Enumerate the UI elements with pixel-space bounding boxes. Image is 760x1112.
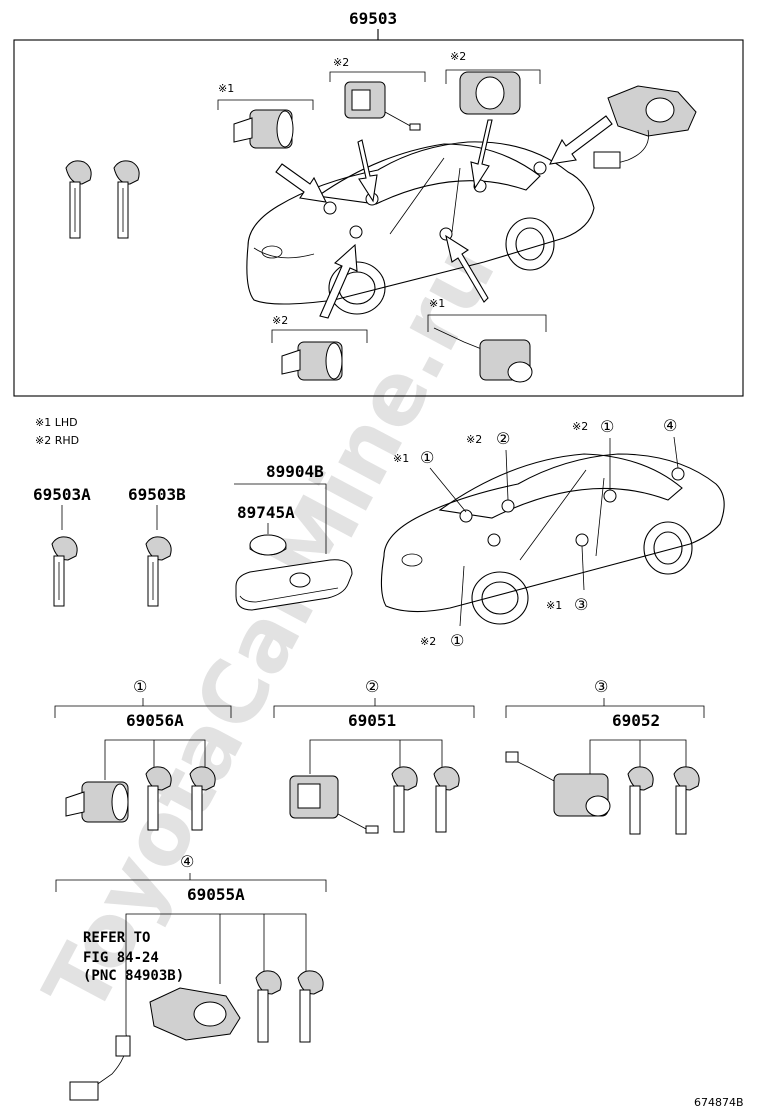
group-3-bracket (505, 705, 705, 718)
legend-rhd: ※2 RHD (35, 434, 79, 447)
leader-line (459, 565, 465, 627)
key-icon (189, 766, 216, 831)
part-number-key-b[interactable]: 69503B (128, 485, 186, 504)
refer-note-line3: (PNC 84903B) (83, 968, 184, 984)
marker-lhd: ※1 (393, 452, 409, 465)
part-number-group-3[interactable]: 69052 (612, 711, 660, 730)
lock-cylinder-icon (233, 109, 294, 149)
callout-3[interactable]: ③ (574, 595, 588, 614)
leader-line (125, 913, 307, 1034)
key-icon (255, 970, 282, 1043)
marker-rhd: ※2 (333, 56, 349, 69)
key-icon (433, 766, 460, 833)
lock-cylinder-icon (65, 781, 129, 823)
group-2-callout[interactable]: ② (365, 677, 379, 696)
battery-icon (249, 534, 287, 556)
callout-1[interactable]: ① (420, 448, 434, 467)
leader-line (234, 483, 327, 554)
arrow-icon (549, 115, 613, 165)
bracket (217, 99, 314, 110)
bracket (445, 69, 541, 84)
lock-cylinder-icon (433, 327, 533, 383)
refer-note-line1: REFER TO (83, 930, 150, 946)
leader-line (673, 436, 679, 469)
callout-4[interactable]: ④ (663, 416, 677, 435)
part-number-key-a[interactable]: 69503A (33, 485, 91, 504)
leader-line (309, 739, 443, 774)
key-icon (297, 970, 324, 1043)
key-icon (145, 766, 172, 831)
legend-lhd: ※1 LHD (35, 416, 78, 429)
ignition-switch-icon (69, 987, 241, 1101)
lock-cylinder-icon (459, 71, 521, 115)
key-icon (65, 160, 92, 239)
lock-cylinder-icon (281, 341, 343, 381)
leader-line (581, 545, 585, 591)
marker-rhd: ※2 (420, 635, 436, 648)
refer-note-line2: FIG 84-24 (83, 950, 159, 966)
arrow-icon (445, 234, 489, 303)
arrow-icon (357, 139, 378, 203)
bracket (427, 314, 547, 332)
key-icon (145, 536, 172, 607)
bracket (271, 329, 368, 343)
callout-2[interactable]: ② (496, 429, 510, 448)
leader-line (589, 739, 687, 780)
callout-1[interactable]: ① (600, 417, 614, 436)
part-number-group-4[interactable]: 69055A (187, 885, 245, 904)
group-3-callout[interactable]: ③ (594, 677, 608, 696)
callout-1[interactable]: ① (450, 631, 464, 650)
part-number-transmitter[interactable]: 89904B (266, 462, 324, 481)
part-number-group-1[interactable]: 69056A (126, 711, 184, 730)
leader-line (429, 467, 467, 513)
key-fob-icon (235, 559, 353, 611)
marker-lhd: ※1 (429, 297, 445, 310)
group-1-callout[interactable]: ① (133, 677, 147, 696)
marker-rhd: ※2 (272, 314, 288, 327)
lock-cylinder-icon (344, 81, 421, 131)
lock-cylinder-icon (505, 751, 611, 817)
arrow-icon (470, 119, 493, 190)
marker-rhd: ※2 (572, 420, 588, 433)
watermark-text: ToyotaCarMine.ru (25, 228, 515, 1030)
marker-lhd: ※1 (546, 599, 562, 612)
lock-cylinder-icon (289, 775, 379, 834)
key-icon (673, 766, 700, 835)
assembly-main-box (13, 39, 744, 397)
group-1-bracket (54, 705, 232, 718)
key-icon (113, 160, 140, 239)
marker-rhd: ※2 (450, 50, 466, 63)
part-number-battery[interactable]: 89745A (237, 503, 295, 522)
vehicle-illustration (380, 453, 725, 625)
group-4-callout[interactable]: ④ (180, 852, 194, 871)
figure-id: 674874B (694, 1096, 744, 1109)
arrow-icon (275, 163, 327, 203)
key-icon (51, 536, 78, 607)
key-icon (391, 766, 418, 833)
bracket (329, 71, 426, 82)
key-icon (627, 766, 654, 835)
ignition-switch-icon (593, 85, 697, 169)
arrow-icon (319, 243, 358, 319)
leader-line (104, 739, 206, 780)
group-2-bracket (273, 705, 475, 718)
assembly-main-number[interactable]: 69503 (349, 9, 397, 28)
marker-rhd: ※2 (466, 433, 482, 446)
marker-lhd: ※1 (218, 82, 234, 95)
group-4-bracket (55, 879, 327, 892)
leader-line (505, 449, 509, 501)
part-number-group-2[interactable]: 69051 (348, 711, 396, 730)
